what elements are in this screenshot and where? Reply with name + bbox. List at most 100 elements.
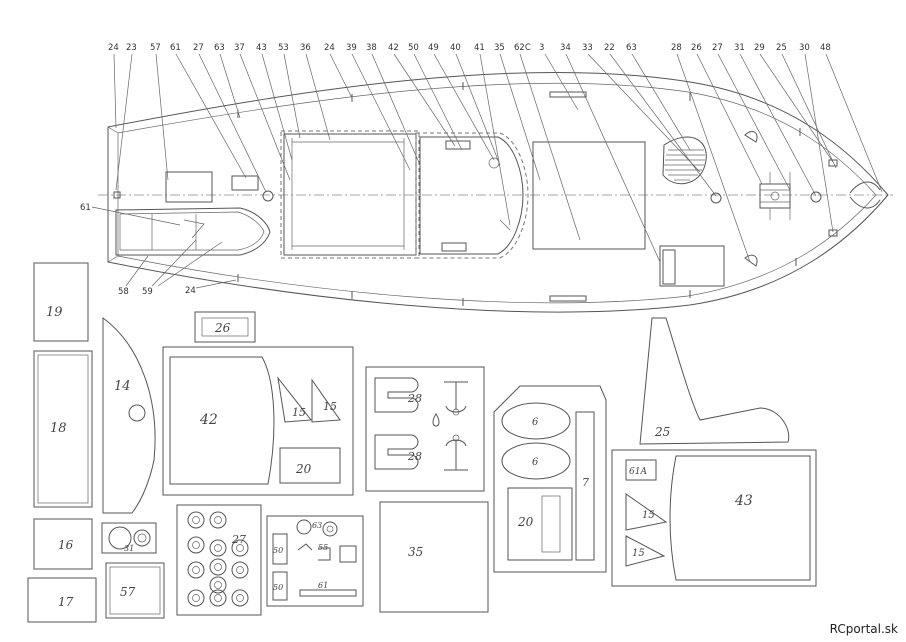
callout-23: 23 bbox=[126, 43, 137, 53]
ring-hole bbox=[236, 544, 244, 552]
callout-30: 30 bbox=[799, 43, 810, 53]
part-20-a: 20 bbox=[295, 462, 312, 476]
ring-hole bbox=[192, 594, 200, 602]
part-57: 57 bbox=[120, 585, 136, 599]
callout-27: 27 bbox=[712, 43, 723, 53]
ring bbox=[187, 536, 205, 554]
part-15-c: 15 bbox=[642, 510, 655, 521]
ring bbox=[209, 576, 227, 594]
callout-24: 24 bbox=[108, 43, 119, 53]
callout-leader bbox=[717, 53, 791, 191]
ring bbox=[231, 539, 249, 557]
callout-34: 34 bbox=[560, 43, 571, 53]
part-27-rings bbox=[187, 511, 249, 607]
ring bbox=[187, 589, 205, 607]
part-28-a: 28 bbox=[407, 392, 422, 405]
callout-63: 63 bbox=[626, 43, 637, 53]
callout-leader bbox=[239, 53, 291, 181]
callout-leader bbox=[544, 53, 579, 111]
callout-35: 35 bbox=[494, 43, 505, 53]
callout-26: 26 bbox=[691, 43, 702, 53]
ring bbox=[209, 511, 227, 529]
dinghy bbox=[115, 207, 271, 256]
part-31: 31 bbox=[124, 544, 134, 553]
ring-hole bbox=[192, 566, 200, 574]
ring-hole bbox=[214, 563, 222, 571]
callout-31: 31 bbox=[734, 43, 745, 53]
callout-53: 53 bbox=[278, 43, 289, 53]
ring-hole bbox=[236, 594, 244, 602]
ring-hole bbox=[236, 566, 244, 574]
callout-leader bbox=[433, 53, 495, 161]
part-25: 25 bbox=[654, 425, 670, 439]
callout-24: 24 bbox=[324, 43, 335, 53]
callout-49: 49 bbox=[428, 43, 439, 53]
callout-leader bbox=[393, 53, 456, 147]
ring bbox=[209, 558, 227, 576]
callout-leader bbox=[305, 53, 331, 141]
callout-leader bbox=[676, 53, 751, 263]
grating bbox=[662, 136, 707, 185]
callout-leader bbox=[261, 53, 293, 161]
callout-leader bbox=[479, 53, 511, 226]
callout-leader bbox=[455, 53, 501, 166]
part-18: 18 bbox=[50, 421, 67, 436]
ring bbox=[209, 539, 227, 557]
callout-40: 40 bbox=[450, 43, 461, 53]
callout-3: 3 bbox=[539, 43, 544, 53]
callout-25: 25 bbox=[776, 43, 787, 53]
part-55: 55 bbox=[318, 543, 328, 552]
part-15-b: 15 bbox=[323, 400, 337, 413]
callout-leader bbox=[609, 53, 717, 197]
label-59: 59 bbox=[142, 287, 153, 297]
callout-leader bbox=[631, 53, 691, 151]
part-50-b: 50 bbox=[273, 583, 283, 592]
part-61: 61 bbox=[318, 581, 328, 590]
part-35: 35 bbox=[408, 545, 423, 559]
callout-61: 61 bbox=[170, 43, 181, 53]
callout-leader bbox=[759, 53, 834, 163]
ring bbox=[187, 511, 205, 529]
part-20-b: 20 bbox=[517, 515, 534, 529]
part-43: 43 bbox=[734, 493, 753, 509]
part-15-a: 15 bbox=[292, 406, 306, 419]
part-27: 27 bbox=[231, 533, 246, 546]
callout-42: 42 bbox=[388, 43, 399, 53]
ring-hole bbox=[192, 516, 200, 524]
callout-leader bbox=[565, 53, 661, 263]
ring bbox=[231, 561, 249, 579]
parts-sheet: 19 18 14 26 42 15 15 20 28 28 bbox=[27, 262, 817, 623]
callout-leader bbox=[696, 53, 763, 185]
ring-hole bbox=[214, 594, 222, 602]
side-labels: 61 58 59 24 bbox=[80, 203, 237, 297]
callout-37: 37 bbox=[234, 43, 245, 53]
ring-hole bbox=[214, 544, 222, 552]
callout-33: 33 bbox=[582, 43, 593, 53]
callout-leader bbox=[413, 53, 463, 151]
ring-hole bbox=[214, 581, 222, 589]
label-58: 58 bbox=[118, 287, 129, 297]
ring bbox=[231, 589, 249, 607]
part-14: 14 bbox=[114, 379, 131, 394]
watermark: RCportal.sk bbox=[829, 622, 898, 636]
ring bbox=[187, 561, 205, 579]
callout-leader bbox=[499, 53, 541, 181]
ring bbox=[209, 589, 227, 607]
callout-29: 29 bbox=[754, 43, 765, 53]
callout-leader bbox=[371, 53, 421, 166]
callout-leader bbox=[113, 53, 117, 129]
callout-leader bbox=[329, 53, 353, 99]
callout-48: 48 bbox=[820, 43, 831, 53]
part-61a: 61A bbox=[629, 467, 647, 477]
part-17: 17 bbox=[58, 595, 74, 609]
callout-57: 57 bbox=[150, 43, 161, 53]
part-19: 19 bbox=[46, 305, 63, 320]
callout-38: 38 bbox=[366, 43, 377, 53]
callout-41: 41 bbox=[474, 43, 485, 53]
part-42: 42 bbox=[199, 412, 218, 428]
callout-leader bbox=[198, 53, 267, 193]
callout-50: 50 bbox=[408, 43, 419, 53]
callout-leader bbox=[175, 53, 247, 179]
